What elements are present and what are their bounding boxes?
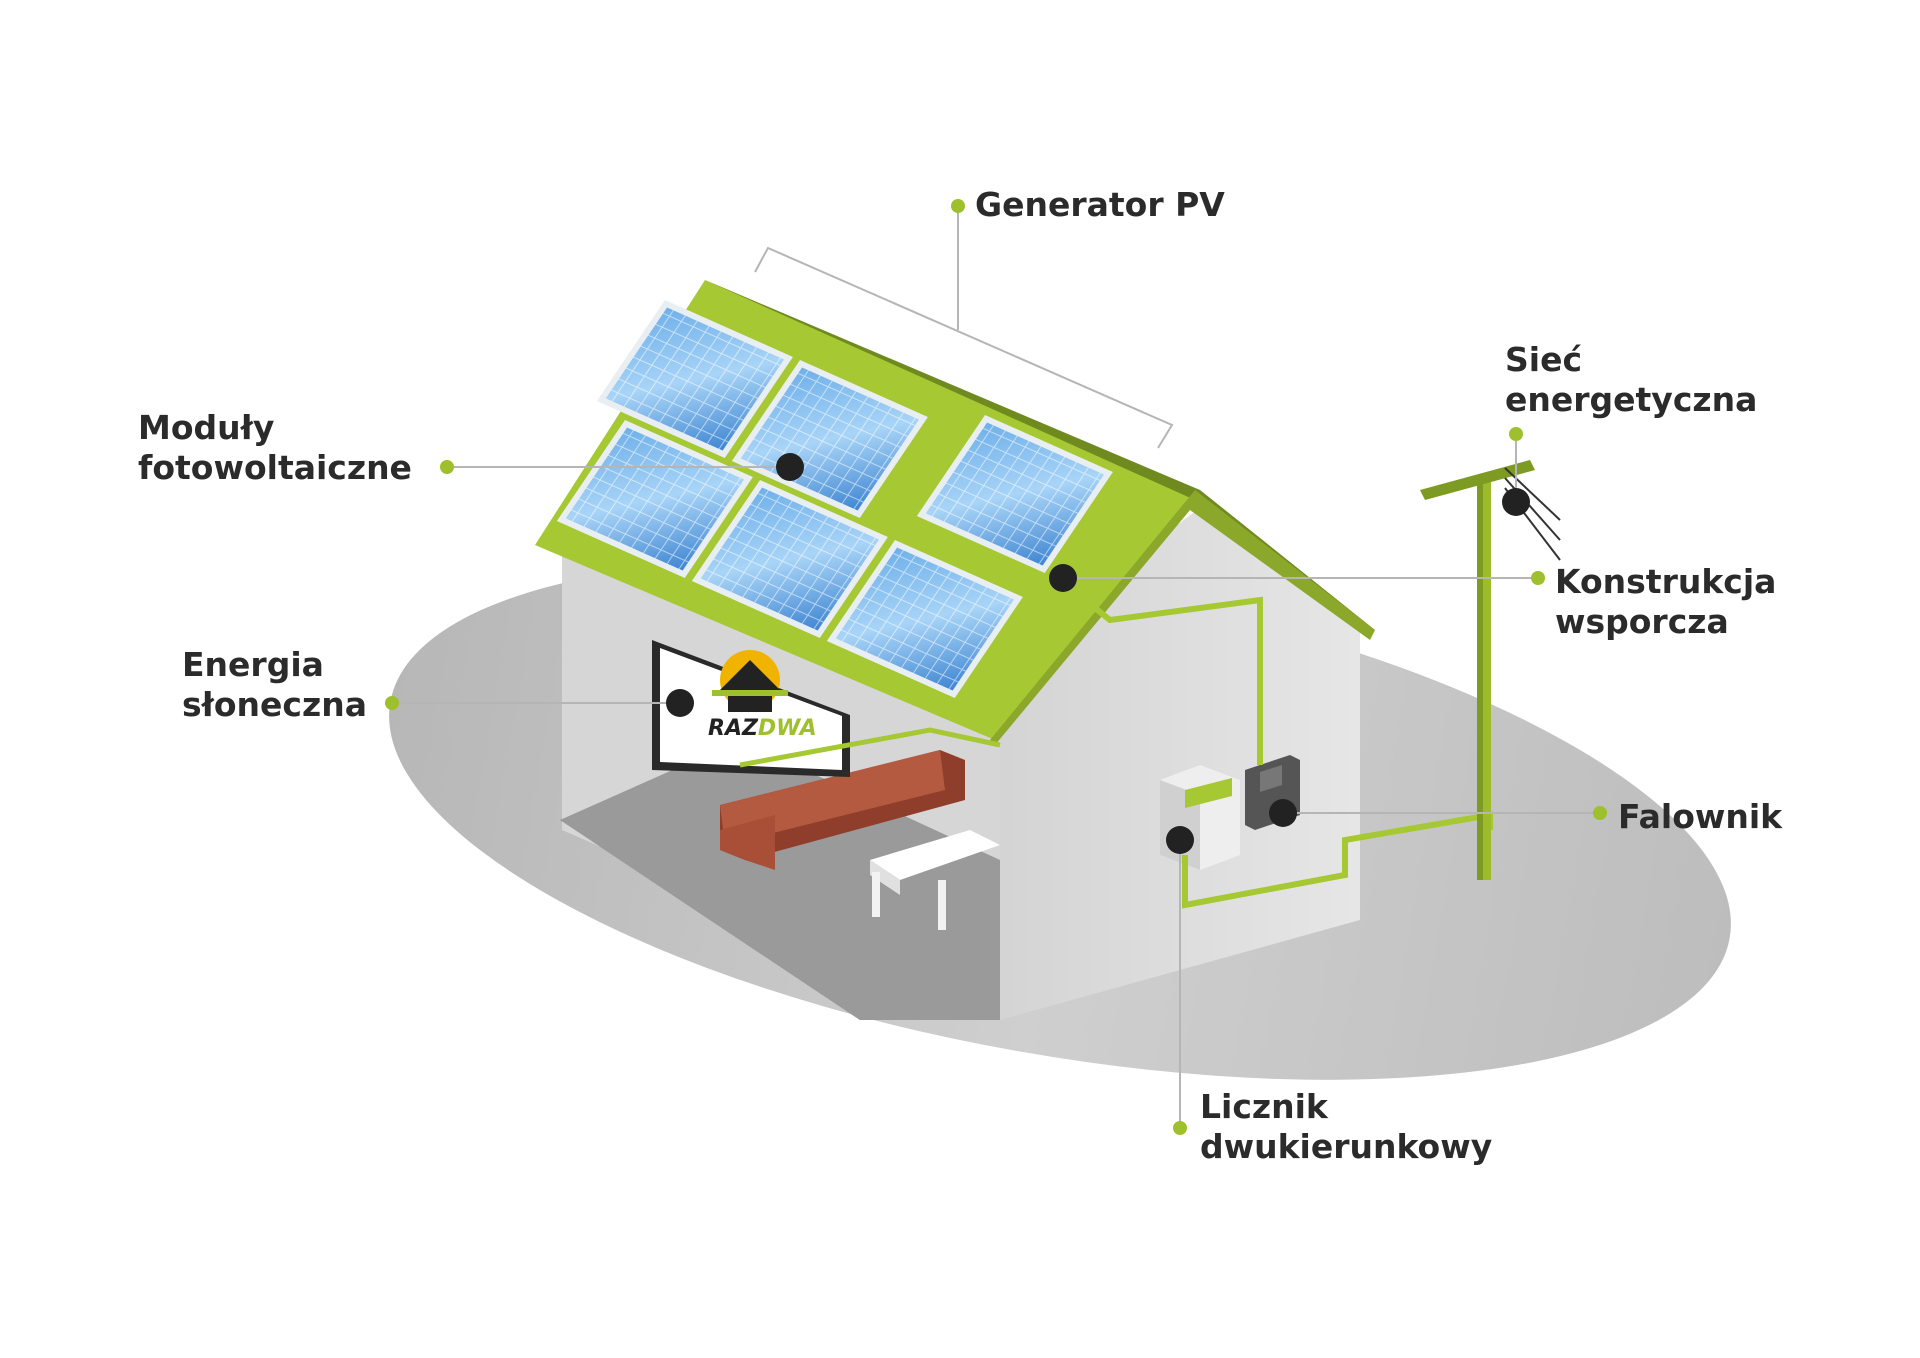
label-grid-line1: Sieć [1505, 340, 1583, 379]
interior-cable [739, 727, 1001, 768]
pv-module-3 [916, 415, 1113, 573]
pv-module-1 [596, 300, 793, 458]
label-inverter-line1: Falownik [1618, 797, 1783, 836]
pv-module-6 [826, 540, 1023, 698]
label-solar: Energia słoneczna [182, 645, 367, 725]
generator-bracket [754, 246, 1174, 449]
dot-structure [1531, 571, 1545, 585]
house-plug-gear-icon [712, 650, 788, 712]
label-generator: Generator PV [975, 185, 1225, 225]
dc-cable [1058, 577, 1263, 765]
label-modules-line1: Moduły [138, 408, 275, 447]
label-structure: Konstrukcja wsporcza [1555, 562, 1776, 642]
label-modules-line2: fotowoltaiczne [138, 448, 412, 487]
logo-text: RAZDWA [708, 716, 817, 741]
label-inverter: Falownik [1618, 797, 1782, 837]
label-dots [385, 199, 1607, 1135]
markers [666, 453, 1530, 854]
label-grid-line2: energetyczna [1505, 380, 1758, 419]
dot-modules [440, 460, 454, 474]
logo-part1: RAZ [708, 716, 759, 741]
marker-structure [1049, 564, 1077, 592]
dot-solar [385, 696, 399, 710]
marker-meter [1166, 826, 1194, 854]
utility-pole-icon [1420, 460, 1561, 880]
logo-part2: DWA [758, 716, 817, 741]
pv-module-4 [556, 420, 753, 578]
sofa [720, 750, 965, 870]
label-meter-line2: dwukierunkowy [1200, 1127, 1493, 1166]
marker-modules [776, 453, 804, 481]
dot-meter [1173, 1121, 1187, 1135]
meter-box [1160, 765, 1240, 870]
dot-grid [1509, 427, 1523, 441]
label-grid: Sieć energetyczna [1505, 340, 1757, 420]
label-solar-line2: słoneczna [182, 685, 367, 724]
table [870, 830, 1000, 930]
label-meter: Licznik dwukierunkowy [1200, 1087, 1492, 1167]
marker-solar [666, 689, 694, 717]
label-modules: Moduły fotowoltaiczne [138, 408, 412, 488]
pv-module-5 [691, 479, 888, 638]
label-generator-line1: Generator PV [975, 185, 1225, 224]
marker-inverter [1269, 799, 1297, 827]
dot-generator [951, 199, 965, 213]
label-structure-line2: wsporcza [1555, 602, 1729, 641]
leader-lines [392, 205, 1600, 1128]
label-structure-line1: Konstrukcja [1555, 562, 1777, 601]
dot-inverter [1593, 806, 1607, 820]
label-meter-line1: Licznik [1200, 1087, 1328, 1126]
marker-grid [1502, 488, 1530, 516]
label-solar-line1: Energia [182, 645, 324, 684]
pv-modules [556, 300, 1113, 698]
